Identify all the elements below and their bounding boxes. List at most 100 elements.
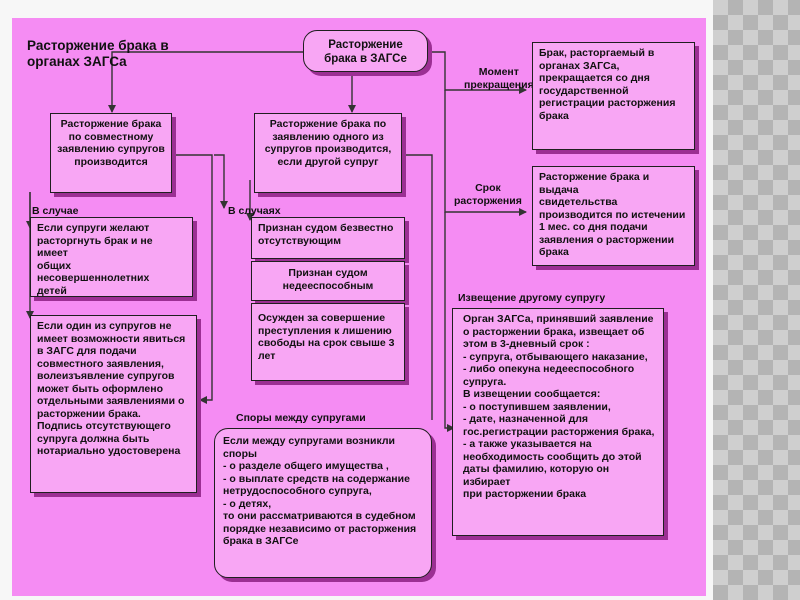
text-line: брака: [539, 109, 569, 122]
connector-one-long: [402, 154, 433, 420]
text-line: лет: [258, 349, 276, 362]
text-line: то они рассматриваются в судебном: [223, 510, 416, 522]
connector-to-cases: [214, 154, 228, 209]
background-pattern: [713, 0, 800, 600]
text-line: заявлению одного из: [272, 130, 384, 143]
text-line: производится по истечении: [539, 208, 686, 221]
text-line: нетрудоспособного супруга,: [223, 485, 372, 497]
text-line: Если супруги желают: [37, 222, 150, 234]
box-period: Расторжение брака и выдача свидетельства…: [532, 166, 695, 266]
text-line: производится: [74, 155, 148, 168]
title-line: Расторжение брака в: [27, 38, 169, 53]
title-line: органах ЗАГСа: [27, 54, 127, 69]
box-one-spouse: Расторжение брака по заявлению одного из…: [254, 113, 402, 193]
text-line: детей: [37, 284, 67, 297]
text-line: недееспособным: [282, 279, 374, 292]
text-line: государственной: [539, 84, 629, 97]
text-line: свободы на срок свыше 3: [258, 337, 395, 349]
text-line: Брак, расторгаемый в: [539, 47, 655, 59]
text-line: органах ЗАГСа,: [539, 59, 620, 72]
text-line: брака в ЗАГСе: [324, 53, 407, 65]
box-missing: Признан судом безвестно отсутствующим: [251, 217, 405, 259]
text-line: Расторжение брака и выдача: [539, 171, 650, 196]
text-line: - либо опекуна недееспособного: [463, 363, 635, 375]
text-line: заявления о расторжении: [539, 233, 675, 246]
text-line: В извещении сообщается:: [463, 388, 601, 400]
text-line: супругов производится,: [264, 143, 392, 155]
text-line: отсутствующим: [258, 234, 342, 247]
text-line: о расторжении брака, извещает об: [463, 325, 645, 338]
text-line: расторжении брака.: [37, 407, 141, 420]
label-moment: Момент прекращения: [464, 66, 534, 91]
diagram-title: Расторжение брака в органах ЗАГСа: [27, 38, 169, 70]
text-line: свидетельства: [539, 196, 618, 208]
text-line: заявлению супругов: [57, 143, 165, 155]
text-line: Признан судом безвестно: [258, 222, 394, 234]
text-line: Срок: [475, 182, 501, 194]
text-line: - о детях,: [223, 497, 272, 510]
text-line: брака в ЗАГСе: [223, 535, 299, 547]
text-line: совместного заявления,: [37, 357, 164, 370]
text-line: Признан судом: [288, 267, 368, 279]
label-notice: Извещение другому супругу: [458, 292, 606, 304]
text-line: порядке независимо от расторжения: [223, 522, 417, 535]
text-line: прекращения: [464, 78, 534, 91]
box-one-cannot: Если один из супругов не имеет возможнос…: [30, 315, 197, 493]
text-line: нотариально удостоверена: [37, 445, 181, 457]
text-line: Если между супругами возникли: [223, 435, 395, 447]
text-line: брака: [539, 246, 569, 258]
text-line: Если один из супругов не: [37, 320, 172, 332]
text-line: Осужден за совершение: [258, 312, 386, 324]
text-line: - супруга, отбывающего наказание,: [463, 350, 648, 363]
label-in-case: В случае: [32, 205, 79, 217]
text-line: гос.регистрации расторжения брака,: [463, 425, 655, 438]
text-line: этом в 3-дневный срок :: [463, 338, 590, 350]
text-line: волеизъявление супругов: [37, 370, 175, 382]
text-line: прекращается со дня: [539, 72, 650, 84]
text-line: по совместному: [68, 130, 154, 143]
box-no-children: Если супруги желают расторгнуть брак и н…: [30, 217, 193, 297]
text-line: при расторжении брака: [463, 488, 587, 500]
label-period: Срок расторжения: [454, 182, 522, 207]
box-disputes: Если между супругами возникли споры - о …: [214, 428, 432, 578]
connector-notice: [444, 212, 455, 432]
label-in-cases: В случаях: [228, 205, 281, 217]
text-line: супруга.: [463, 375, 507, 388]
text-line: может быть оформлено: [37, 382, 163, 395]
text-line: - о выплате средств на содержание: [223, 472, 410, 485]
text-line: расторгнуть брак и не имеет: [37, 234, 153, 260]
text-line: Подпись отсутствующего: [37, 420, 171, 432]
connector-joint-long: [173, 154, 213, 404]
text-line: Расторжение: [328, 39, 403, 51]
text-line: необходимость сообщить до этой: [463, 450, 642, 463]
connector-moment: [428, 51, 527, 94]
text-line: - дате, назначенной для: [463, 413, 589, 425]
box-notice: Орган ЗАГСа, принявший заявление о расто…: [452, 308, 664, 536]
text-line: Расторжение брака: [60, 118, 162, 130]
text-line: Расторжение брака по: [269, 118, 387, 130]
text-line: даты фамилию, которую он избирает: [463, 463, 610, 488]
text-line: если другой супруг: [277, 155, 379, 168]
text-line: расторжения: [454, 194, 522, 207]
text-line: споры: [223, 447, 257, 460]
text-line: Орган ЗАГСа, принявший заявление: [463, 313, 654, 325]
text-line: в ЗАГС для подачи: [37, 345, 137, 357]
text-line: 1 мес. со дня подачи: [539, 221, 648, 233]
text-line: - о поступившем заявлении,: [463, 400, 611, 413]
text-line: Момент: [478, 66, 519, 78]
top-node-box: Расторжение брака в ЗАГСе: [303, 30, 428, 72]
text-line: общих несовершеннолетних: [37, 259, 150, 285]
text-line: имеет возможности явиться: [37, 332, 186, 345]
label-disputes: Споры между супругами: [236, 412, 366, 424]
box-incapable: Признан судом недееспособным: [251, 261, 405, 301]
text-line: преступления к лишению: [258, 324, 392, 337]
text-line: отдельными заявлениями о: [37, 395, 185, 407]
text-line: - о разделе общего имущества ,: [223, 460, 389, 472]
text-line: супруга должна быть: [37, 432, 150, 445]
text-line: регистрации расторжения: [539, 97, 676, 109]
text-line: - а также указывается на: [463, 438, 592, 450]
box-convicted: Осужден за совершение преступления к лиш…: [251, 303, 405, 381]
box-moment: Брак, расторгаемый в органах ЗАГСа, прек…: [532, 42, 695, 150]
box-joint: Расторжение брака по совместному заявлен…: [50, 113, 172, 193]
